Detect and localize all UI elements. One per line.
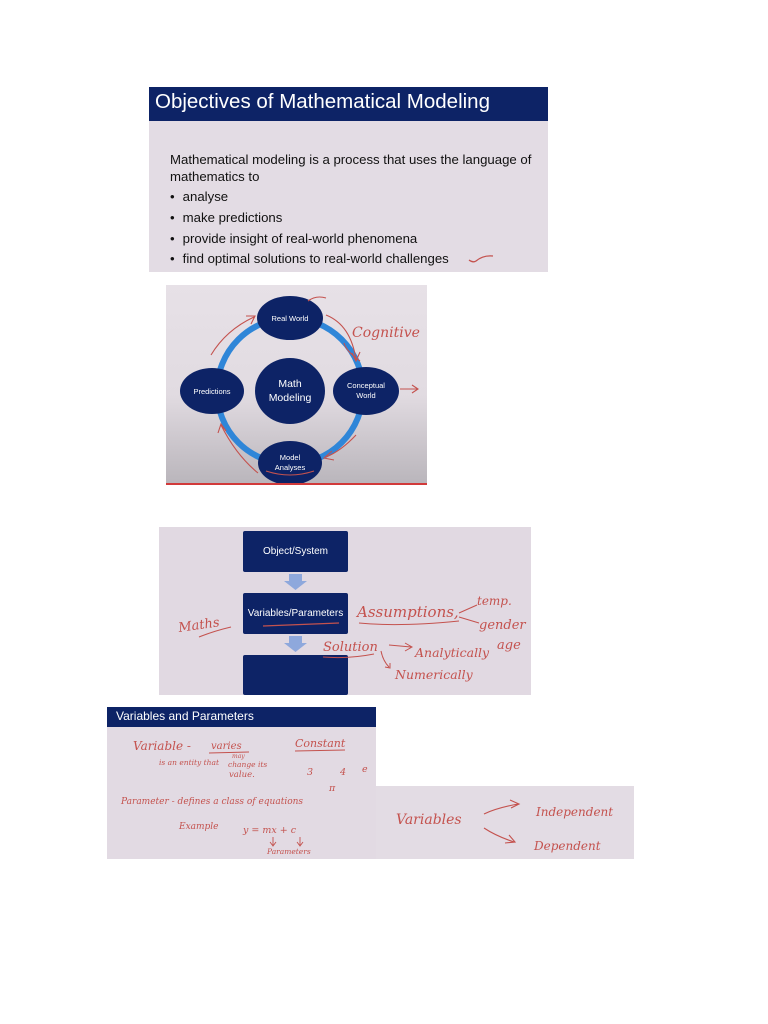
- note-equation: y = mx + c: [242, 825, 297, 836]
- cognitive-annotation: Cognitive: [352, 325, 420, 341]
- note-variable: Variable -: [133, 739, 191, 753]
- predictions-label: Predictions: [193, 387, 230, 396]
- note-parameters: Parameters: [266, 847, 311, 856]
- center-label-line1: Math: [278, 378, 302, 390]
- list-item: • analyse: [170, 189, 229, 204]
- constant-example-4: 4: [339, 767, 346, 778]
- note-example: Example: [178, 822, 219, 832]
- note-value: value.: [229, 770, 255, 780]
- note-may: may: [232, 753, 245, 760]
- constant-example-3: 3: [307, 767, 313, 778]
- slide-title-bar: Objectives of Mathematical Modeling: [149, 87, 548, 121]
- model-label-line1: Model: [280, 453, 301, 462]
- note-constant: Constant: [295, 737, 346, 750]
- solution-annotation: Solution: [323, 640, 378, 655]
- slide-title: Variables and Parameters: [116, 709, 254, 723]
- constant-example-e: e: [362, 764, 368, 775]
- objectives-slide: Objectives of Mathematical Modeling Math…: [149, 87, 548, 272]
- list-item: • make predictions: [170, 209, 283, 225]
- numerically-annotation: Numerically: [394, 667, 474, 682]
- real-world-node: [257, 296, 323, 340]
- maths-annotation: Maths: [176, 615, 220, 636]
- next-step-box: [243, 655, 348, 695]
- predictions-node: [180, 368, 244, 414]
- note-varies: varies: [211, 741, 242, 752]
- list-item: • find optimal solutions to real-world c…: [170, 251, 449, 267]
- handwritten-notes: Variables Independent Dependent: [396, 799, 613, 853]
- assumptions-annotation: Assumptions,: [355, 603, 459, 621]
- model-analyses-node: [258, 441, 322, 485]
- slide-title-bar: Variables and Parameters: [107, 707, 376, 727]
- age-annotation: age: [497, 638, 521, 653]
- down-arrow-icon: [284, 636, 307, 652]
- down-arrow-icon: [284, 574, 307, 590]
- gender-annotation: gender: [479, 618, 526, 633]
- modeling-cycle-diagram: Math Modeling Real World Conceptual Worl…: [180, 296, 420, 485]
- slide-title: Objectives of Mathematical Modeling: [155, 90, 490, 113]
- center-label-line2: Modeling: [269, 392, 312, 404]
- note-change: change its: [228, 760, 267, 769]
- analytically-annotation: Analytically: [414, 645, 490, 660]
- flow-annotations: Maths Assumptions, temp. gender age Solu…: [176, 574, 526, 682]
- checkmark-annotation: [468, 255, 494, 263]
- temp-annotation: temp.: [477, 594, 512, 608]
- object-system-box: Object/System: [243, 531, 348, 572]
- note-independent: Independent: [535, 805, 613, 819]
- modeling-cycle-slide: Math Modeling Real World Conceptual Worl…: [166, 285, 427, 485]
- note-dependent: Dependent: [533, 839, 601, 853]
- conceptual-world-node: [333, 367, 399, 415]
- note-variable-definition: is an entity that: [159, 758, 220, 767]
- variable-types-slide: Variables Independent Dependent: [376, 786, 634, 859]
- constant-example-pi: π: [328, 783, 336, 794]
- intro-text: Mathematical modeling is a process that …: [170, 152, 532, 184]
- real-world-label: Real World: [272, 314, 309, 323]
- handwritten-notes: Variable - varies Constant is an entity …: [120, 737, 368, 856]
- math-modeling-node: [255, 358, 325, 424]
- conceptual-label-line1: Conceptual: [347, 381, 385, 390]
- ink-arrows: [210, 296, 419, 476]
- model-label-line2: Analyses: [275, 463, 306, 472]
- variables-parameters-box: Variables/Parameters: [243, 593, 348, 634]
- list-item: • provide insight of real-world phenomen…: [170, 230, 418, 246]
- variables-parameters-slide: Variables and Parameters Variable - vari…: [107, 707, 376, 859]
- note-variables: Variables: [396, 812, 462, 828]
- objectives-list: • analyse • make predictions • provide i…: [170, 187, 449, 270]
- modeling-flow-slide: Object/System Variables/Parameters Maths…: [159, 527, 531, 695]
- conceptual-label-line2: World: [356, 391, 375, 400]
- note-parameter: Parameter - defines a class of equations: [120, 797, 303, 807]
- bottom-red-line: [166, 483, 427, 485]
